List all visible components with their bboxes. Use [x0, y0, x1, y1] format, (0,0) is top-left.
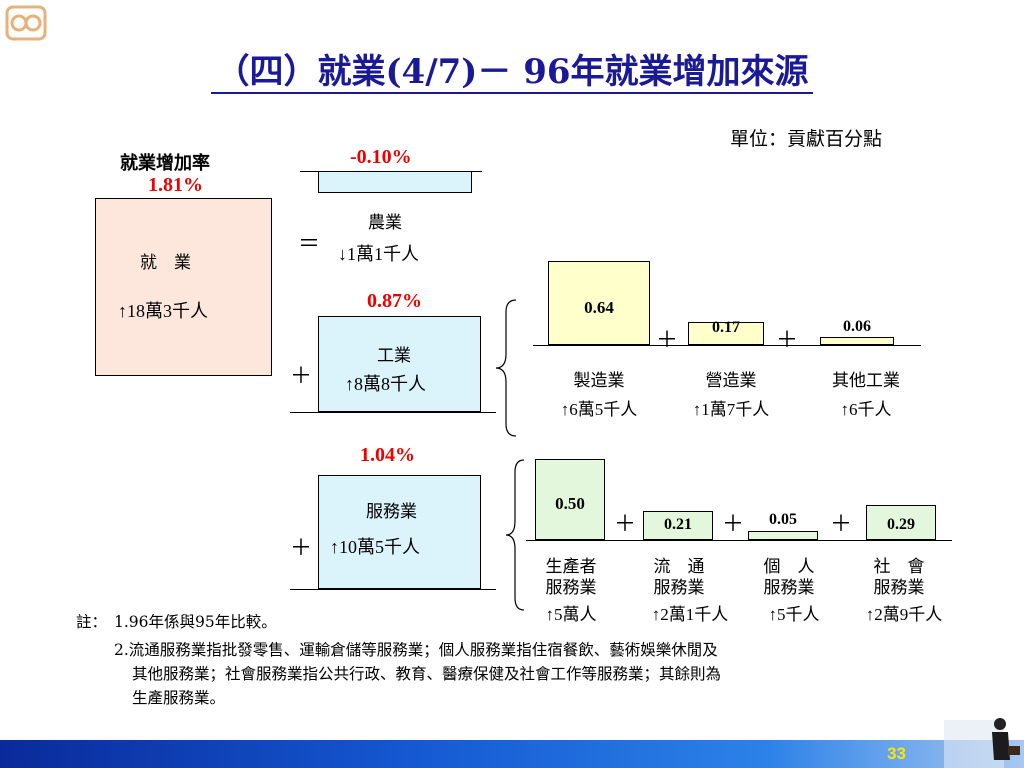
employment-name: 就 業 — [140, 253, 191, 273]
page-title: （四）就業(4/7)－ 96年就業增加來源 — [0, 44, 1024, 94]
personal-services-name: 服務業 — [763, 578, 815, 598]
notes-label: 註： — [76, 613, 108, 631]
agriculture-name: 農業 — [368, 213, 402, 233]
industry-rate: 0.87% — [367, 290, 422, 312]
social-services-name: 服務業 — [873, 578, 925, 598]
other-industry-change: ↑6千人 — [840, 400, 892, 419]
distribution-services-value: 0.21 — [664, 516, 692, 533]
manufacturing-change: ↑6萬5千人 — [560, 400, 638, 419]
note-line-4: 生產服務業。 — [132, 689, 226, 707]
note-line-3: 其他服務業；社會服務業指公共行政、教育、醫療保健及社會工作等服務業；其餘則為 — [132, 665, 722, 683]
industry-change: ↑8萬8千人 — [345, 374, 426, 394]
other-industry-value: 0.06 — [843, 318, 871, 335]
industry-baseline — [290, 412, 496, 413]
services-change: ↑10萬5千人 — [330, 537, 420, 557]
page-number: 33 — [887, 744, 906, 763]
employment-box — [95, 198, 272, 376]
social-services-value: 0.29 — [887, 516, 915, 533]
services-brace — [505, 459, 525, 611]
unit-label: 單位：貢獻百分點 — [730, 128, 883, 150]
personal-services-name: 個 人 — [763, 557, 815, 577]
services-baseline — [290, 589, 496, 590]
employment-rate-label: 就業增加率 — [120, 153, 210, 174]
producer-services-name: 服務業 — [545, 578, 597, 598]
construction-bar — [688, 322, 764, 345]
personal-services-value: 0.05 — [769, 511, 797, 528]
producer-services-value: 0.50 — [555, 494, 585, 513]
industry-box — [318, 316, 481, 412]
personal-services-bar — [748, 531, 818, 540]
plus-sign: ＋ — [830, 511, 853, 536]
industry-plus: ＋ — [290, 363, 313, 388]
footer-bar — [0, 740, 1024, 768]
services-name: 服務業 — [366, 502, 417, 522]
distribution-services-name: 流 通 — [653, 557, 705, 577]
other-industry-name: 其他工業 — [832, 371, 900, 391]
note-line-1: 1.96年係與95年比較。 — [114, 613, 277, 631]
industry-sub-baseline — [533, 345, 921, 346]
employment-rate: 1.81% — [148, 174, 203, 196]
businessman-icon — [944, 718, 1020, 768]
plus-sign: ＋ — [656, 327, 679, 352]
employment-change: ↑18萬3千人 — [118, 301, 208, 321]
services-sub-baseline — [526, 540, 952, 541]
distribution-services-change: ↑2萬1千人 — [651, 605, 729, 624]
industry-brace — [495, 299, 517, 437]
services-rate: 1.04% — [360, 444, 415, 466]
personal-services-change: ↑5千人 — [768, 605, 820, 624]
industry-name: 工業 — [377, 346, 411, 366]
distribution-services-bar — [643, 511, 713, 540]
social-services-change: ↑2萬9千人 — [865, 605, 943, 624]
distribution-services-name: 服務業 — [653, 578, 705, 598]
construction-value: 0.17 — [712, 319, 740, 336]
manufacturing-name: 製造業 — [573, 371, 625, 391]
services-box — [318, 475, 481, 589]
plus-sign: ＋ — [614, 511, 637, 536]
social-services-bar — [866, 505, 936, 540]
plus-sign: ＋ — [776, 327, 799, 352]
agriculture-change: ↓1萬1千人 — [338, 244, 419, 264]
manufacturing-bar — [548, 261, 650, 345]
services-plus: ＋ — [290, 535, 313, 560]
construction-name: 營造業 — [705, 371, 757, 391]
other-industry-bar — [820, 337, 894, 345]
equals-sign: ＝ — [298, 231, 321, 256]
social-services-name: 社 會 — [873, 557, 925, 577]
producer-services-change: ↑5萬人 — [545, 605, 597, 624]
logo-icon — [5, 5, 47, 41]
manufacturing-value: 0.64 — [584, 298, 614, 317]
construction-change: ↑1萬7千人 — [692, 400, 770, 419]
agriculture-bar — [318, 171, 472, 193]
producer-services-name: 生產者 — [545, 557, 597, 577]
plus-sign: ＋ — [722, 511, 745, 536]
note-line-2: 2.流通服務業指批發零售、運輸倉儲等服務業；個人服務業指住宿餐飲、藝術娛樂休閒及 — [114, 641, 718, 659]
agriculture-rate: -0.10% — [350, 146, 412, 168]
producer-services-bar — [535, 459, 605, 540]
